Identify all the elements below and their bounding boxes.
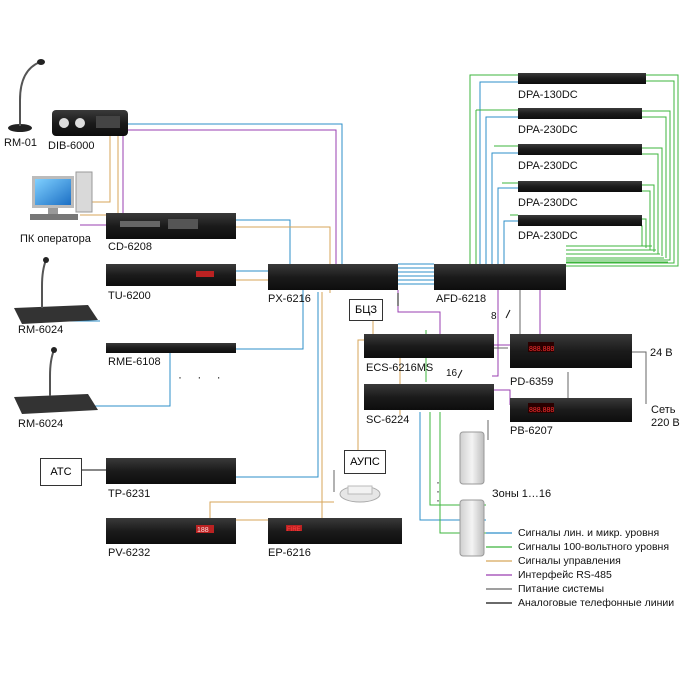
label-cd6208: CD-6208	[108, 241, 153, 253]
pv6232-display: 188	[197, 527, 209, 534]
dib6000-device	[52, 110, 128, 136]
label-tp6231: TP-6231	[108, 488, 151, 500]
label-rme6108: RME-6108	[108, 356, 161, 368]
label-ecs6216ms: ECS-6216MS	[366, 362, 434, 374]
tu6200-device	[106, 264, 236, 286]
label-afd6218: AFD-6218	[436, 293, 487, 305]
label-rm6024-a: RM-6024	[18, 324, 64, 336]
legend-rs485: Интерфейс RS-485	[518, 569, 612, 581]
label-pc: ПК оператора	[20, 233, 91, 245]
label-mains-2: 220 В	[651, 417, 680, 429]
bcz-box: БЦЗ	[349, 299, 383, 321]
rm01-microphone	[8, 59, 45, 132]
speaker-1	[459, 431, 485, 485]
label-count-16: 16	[446, 368, 458, 379]
wires-phone	[80, 293, 399, 471]
rme6108-device	[106, 343, 236, 353]
label-pd6359: PD-6359	[510, 376, 554, 388]
px6216-device	[268, 264, 398, 290]
dpa-amplifiers	[518, 73, 646, 226]
ep6216-display: FIRE	[287, 527, 301, 533]
sc6224-device	[364, 384, 494, 410]
label-count-8: 8	[491, 311, 497, 322]
ep6216-device	[268, 518, 402, 544]
aups-box: АУПС	[344, 450, 386, 474]
wires-signal-line	[60, 81, 518, 521]
label-px6216: PX-6216	[268, 293, 311, 305]
label-dpa3: DPA-230DC	[518, 160, 578, 172]
legend-control: Сигналы управления	[518, 555, 621, 567]
label-dpa4: DPA-230DC	[518, 197, 578, 209]
pb6207-device	[510, 398, 632, 422]
rm6024-console-a	[14, 257, 98, 324]
pc-computer	[30, 171, 93, 220]
label-ep6216: EP-6216	[268, 547, 311, 559]
pd6359-device	[510, 334, 632, 368]
label-zones: Зоны 1…16	[492, 488, 552, 500]
label-rm01: RM-01	[4, 137, 38, 149]
pd6359-display: 888.888	[529, 346, 555, 353]
legend-phone: Аналоговые телефонные линии	[518, 597, 675, 609]
ecs6216ms-device	[364, 334, 494, 358]
legend-swatches	[486, 532, 512, 604]
pv6232-device	[106, 518, 236, 544]
atc-box: АТС	[40, 458, 82, 486]
speaker-2	[459, 499, 485, 557]
rm6024-console-b	[14, 347, 98, 414]
legend-signal-line: Сигналы лин. и микр. уровня	[518, 527, 660, 539]
tp6231-device	[106, 458, 236, 484]
label-24v: 24 В	[650, 347, 673, 359]
legend-power: Питание системы	[518, 583, 605, 595]
label-pb6207: PB-6207	[510, 425, 553, 437]
cd6208-device	[106, 213, 236, 239]
label-mains-1: Сеть	[651, 404, 676, 416]
label-dpa1: DPA-130DC	[518, 89, 578, 101]
label-dpa5: DPA-230DC	[518, 230, 578, 242]
label-atc: АТС	[50, 466, 72, 478]
label-pv6232: PV-6232	[108, 547, 151, 559]
ellipsis-horizontal: · · ·	[178, 370, 227, 384]
label-dib6000: DIB-6000	[48, 140, 95, 152]
smoke-detector	[339, 485, 381, 503]
label-tu6200: TU-6200	[108, 290, 151, 302]
label-dpa2: DPA-230DC	[518, 124, 578, 136]
label-aups: АУПС	[350, 456, 380, 468]
legend-signal-100v: Сигналы 100-вольтного уровня	[518, 541, 670, 553]
ellipsis-vertical: ···	[436, 475, 440, 507]
afd6218-device	[434, 264, 566, 290]
label-bcz: БЦЗ	[355, 304, 377, 316]
label-rm6024-b: RM-6024	[18, 418, 64, 430]
label-sc6224: SC-6224	[366, 414, 410, 426]
pb6207-display: 888.888	[529, 407, 555, 414]
